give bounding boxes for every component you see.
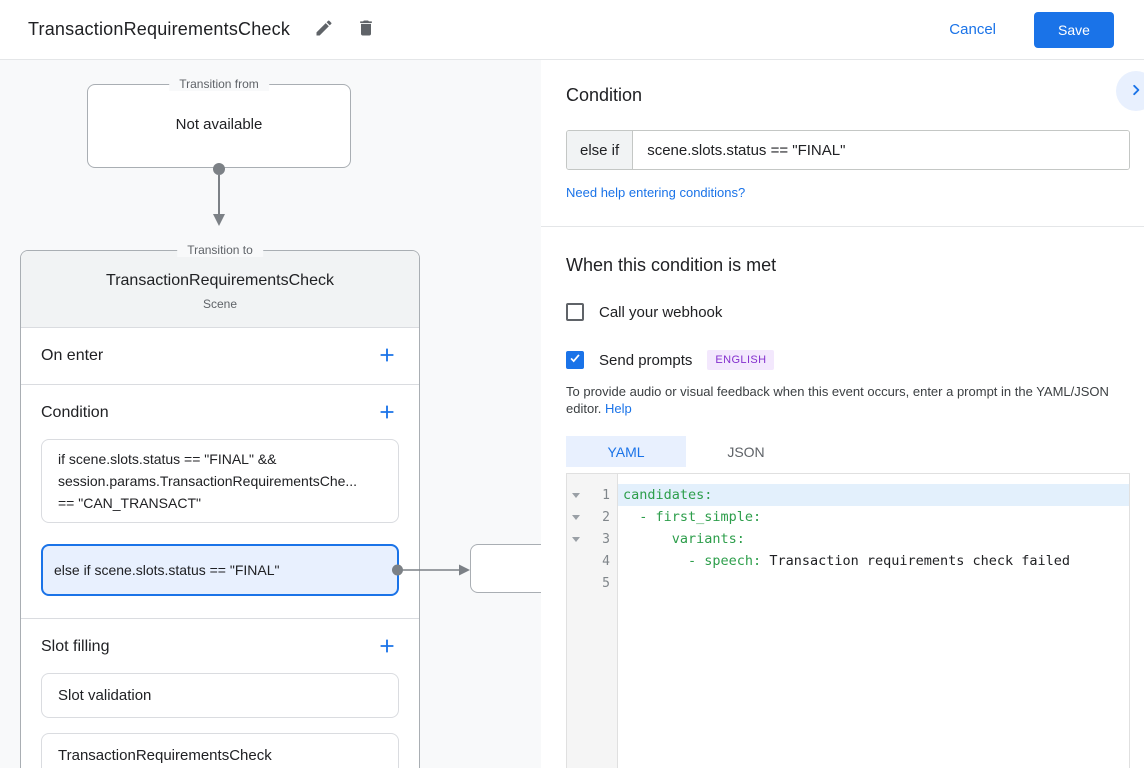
transition-from-label: Transition from [169,77,269,91]
send-prompts-label: Send prompts [599,351,693,369]
transition-from-content: Not available [175,116,263,133]
condition-met-section: When this condition is met Call your web… [541,227,1144,768]
gutter-row: 3 [567,528,617,550]
line-number: 1 [602,487,610,503]
yaml-key: - speech: [623,553,770,569]
condition-prefix-label: else if [567,131,634,169]
add-on-enter-button[interactable] [375,344,399,368]
line-number: 2 [602,509,610,525]
gutter-row: 2 [567,506,617,528]
editor-gutter: 1 2 3 4 5 [567,474,618,768]
scene-node-header[interactable]: TransactionRequirementsCheck Scene [21,251,419,328]
code-line: - speech: Transaction requirements check… [618,550,1129,572]
help-link[interactable]: Help [605,401,632,416]
description-text: To provide audio or visual feedback when… [566,384,1109,416]
code-line: variants: [618,528,1129,550]
prompts-description: To provide audio or visual feedback when… [566,383,1130,417]
add-slot-button[interactable] [375,635,399,659]
line-number: 5 [602,575,610,591]
condition-section: Condition if scene.slots.status == "FINA… [21,385,541,619]
scene-node-subtitle: Scene [202,297,238,311]
condition-expression-group: else if [566,130,1130,170]
tab-json[interactable]: JSON [686,436,806,467]
fold-arrow-icon[interactable] [572,514,580,520]
line-number: 3 [602,531,610,547]
fold-arrow-icon[interactable] [572,492,580,498]
gutter-row: 1 [567,484,617,506]
plus-icon [376,635,398,660]
code-line: - first_simple: [618,506,1129,528]
send-prompts-checkbox[interactable] [566,351,584,369]
add-condition-button[interactable] [375,401,399,425]
delete-scene-button[interactable] [354,18,378,42]
tab-yaml[interactable]: YAML [566,436,686,467]
top-bar: TransactionRequirementsCheck Cancel Save [0,0,1144,60]
transition-target-node[interactable] [470,544,541,593]
edit-title-button[interactable] [312,18,336,42]
call-webhook-row[interactable]: Call your webhook [566,303,1130,321]
scene-node-title: TransactionRequirementsCheck [106,272,334,289]
editor-tabs: YAML JSON [566,436,1130,467]
when-met-title: When this condition is met [566,255,777,275]
line-number: 4 [602,553,610,569]
page-title: TransactionRequirementsCheck [28,19,291,39]
on-enter-label: On enter [41,347,104,364]
plus-icon [376,401,398,426]
fold-arrow-icon[interactable] [572,536,580,542]
pencil-icon [314,18,334,41]
condition-line: == "CAN_TRANSACT" [58,495,201,511]
transition-to-label: Transition to [177,243,263,257]
slot-filling-label: Slot filling [41,638,110,655]
slot-filling-section: Slot filling Slot validation Transaction… [21,619,419,768]
chevron-right-icon [1125,79,1144,104]
condition-expression-input[interactable] [633,131,1129,169]
checkmark-icon [568,351,582,370]
main-area: Transition from Not available Transition… [0,60,1144,768]
cancel-button[interactable]: Cancel [949,21,996,38]
yaml-key: variants: [623,531,745,547]
transition-from-node: Transition from Not available [87,77,351,168]
gutter-row: 4 [567,550,617,572]
on-enter-row: On enter [21,328,419,385]
scene-node-card: Transition to TransactionRequirementsChe… [20,243,541,768]
condition-detail-panel: Condition else if Need help entering con… [541,60,1144,768]
panel-title: Condition [566,85,643,105]
conditions-help-link[interactable]: Need help entering conditions? [566,185,746,200]
condition-item-if[interactable]: if scene.slots.status == "FINAL" && sess… [41,439,399,523]
condition-item-elseif-selected[interactable]: else if scene.slots.status == "FINAL" [41,544,541,596]
collapse-panel-button[interactable] [1116,71,1144,111]
gutter-row: 5 [567,572,617,594]
plus-icon [376,344,398,369]
right-arrow-connector [392,564,470,576]
webhook-label: Call your webhook [599,303,723,321]
condition-line: else if scene.slots.status == "FINAL" [54,562,280,578]
language-badge: ENGLISH [707,350,775,370]
condition-section-label: Condition [41,404,109,421]
yaml-key: - first_simple: [623,509,762,525]
scene-graph-canvas: Transition from Not available Transition… [0,60,541,768]
yaml-code-editor: 1 2 3 4 5 [566,473,1130,768]
slot-item-validation[interactable]: Slot validation [41,673,399,718]
yaml-key: candidates: [623,487,713,503]
save-button[interactable]: Save [1034,11,1114,48]
code-line [618,572,1129,594]
condition-line: if scene.slots.status == "FINAL" && [58,451,277,467]
condition-line: session.params.TransactionRequirementsCh… [58,473,358,489]
code-area[interactable]: candidates: - first_simple: variants: - … [618,474,1129,768]
panel-divider [541,226,1144,227]
webhook-checkbox[interactable] [566,303,584,321]
yaml-value: Transaction requirements check failed [769,553,1071,569]
down-arrow-connector [213,163,225,226]
slot-item-transaction-check[interactable]: TransactionRequirementsCheck [41,733,399,768]
code-line: candidates: [618,484,1129,506]
send-prompts-row[interactable]: Send prompts ENGLISH [566,350,1130,370]
trash-icon [356,18,376,41]
condition-editor-section: Condition else if Need help entering con… [541,60,1144,226]
